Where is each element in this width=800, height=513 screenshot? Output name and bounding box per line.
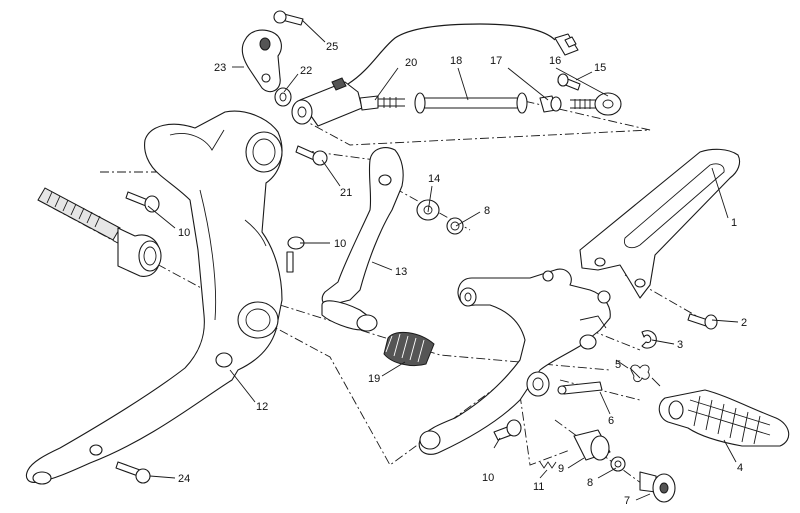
callout-10-upper: 10	[178, 227, 190, 239]
screw-21	[295, 145, 328, 166]
callout-12: 12	[256, 401, 268, 413]
connector-plug	[554, 33, 579, 56]
sensor-bracket-part-23	[241, 29, 282, 93]
callout-7: 7	[624, 495, 630, 507]
part-11-bracket-mark	[539, 461, 557, 469]
callout-14: 14	[428, 173, 440, 185]
washer-part-22	[274, 87, 292, 107]
lever-part-13	[321, 147, 404, 332]
sensor-part-20	[291, 77, 405, 127]
callout-21: 21	[340, 187, 352, 199]
spring-washer-part-8-upper	[446, 217, 464, 235]
screw-10-lower	[493, 419, 522, 441]
screw-24	[115, 461, 151, 484]
callout-5: 5	[615, 359, 621, 371]
callout-4: 4	[737, 462, 743, 474]
callout-25: 25	[326, 41, 338, 53]
callout-24: 24	[178, 473, 190, 485]
rod-part-18	[414, 92, 528, 114]
screw-25	[273, 10, 304, 26]
linkage-assembly	[291, 23, 622, 127]
sensor-wire	[347, 23, 556, 85]
callout-20: 20	[405, 57, 417, 69]
callout-3: 3	[677, 339, 683, 351]
callout-10-middle: 10	[334, 238, 346, 250]
callout-numbers: 1 2 3 4 5 6 7 8 8 9 10 10 10 11 12 13 14…	[178, 41, 747, 507]
heel-guard-part-1	[579, 148, 741, 299]
nut-part-17	[539, 95, 562, 113]
callout-15: 15	[594, 62, 606, 74]
callout-2: 2	[741, 317, 747, 329]
callout-8-upper: 8	[484, 205, 490, 217]
callout-22: 22	[300, 65, 312, 77]
screw-10-upper	[125, 191, 160, 213]
callout-11: 11	[533, 481, 544, 493]
callout-13: 13	[395, 266, 407, 278]
clip-part-3	[641, 330, 657, 349]
pin-part-6	[557, 381, 603, 395]
callout-16: 16	[549, 55, 561, 67]
callout-8-lower: 8	[587, 477, 593, 489]
callout-19: 19	[368, 373, 380, 385]
footpeg-part-4	[658, 389, 790, 447]
callout-18: 18	[450, 55, 462, 67]
callout-10-lower: 10	[482, 472, 494, 484]
rubber-peg-part-19	[383, 331, 435, 367]
spring-part-5	[615, 359, 661, 387]
bolt-part-7	[639, 471, 676, 503]
rod-end-part-16	[570, 92, 622, 116]
washer-part-8-lower	[610, 456, 626, 472]
callout-6: 6	[608, 415, 614, 427]
main-bracket-part-12	[25, 110, 283, 485]
callout-1: 1	[731, 217, 737, 229]
screw-15	[557, 73, 581, 91]
screws	[115, 10, 581, 484]
bushing-part-9	[573, 429, 611, 461]
screw-10-middle	[286, 236, 305, 273]
passenger-bracket	[418, 268, 611, 455]
screw-part-2	[687, 313, 718, 330]
leader-lines	[147, 19, 739, 501]
callout-17: 17	[490, 55, 502, 67]
sleeve-spacer	[37, 187, 162, 277]
callout-23: 23	[214, 62, 226, 74]
callout-9: 9	[558, 463, 564, 475]
